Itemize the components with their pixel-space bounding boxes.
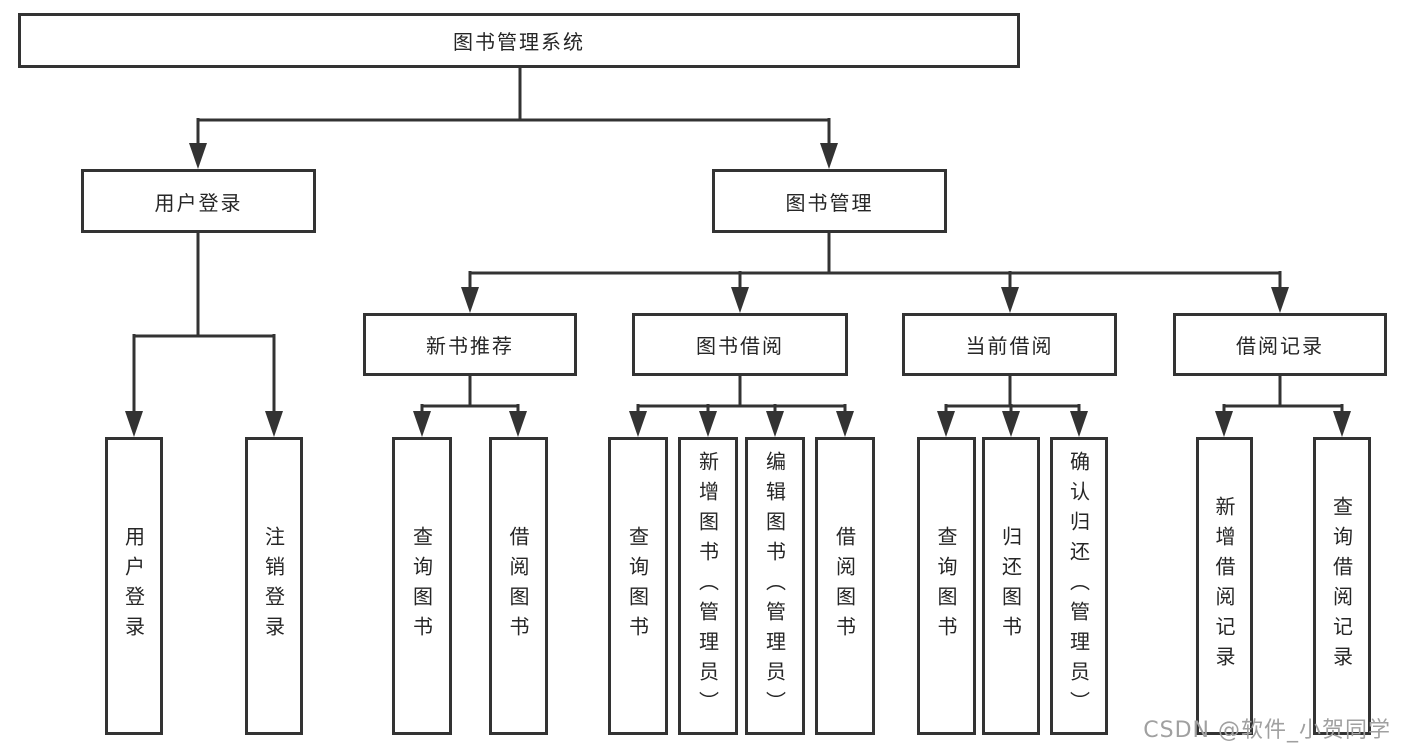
- node-current-borrowing: 当前借阅: [902, 313, 1117, 376]
- node-borrowing-records: 借阅记录: [1173, 313, 1387, 376]
- leaf-search-books-recommend: 查询图书: [392, 437, 452, 735]
- leaf-add-borrow-record: 新增借阅记录: [1196, 437, 1253, 735]
- arrowheads: [125, 143, 1351, 437]
- connector-paths: [132, 66, 1344, 418]
- leaf-edit-books-admin: 编辑图书（管理员）: [745, 437, 805, 735]
- node-book-management: 图书管理: [712, 169, 947, 233]
- leaf-add-books-admin: 新增图书（管理员）: [678, 437, 738, 735]
- leaf-logout: 注销登录: [245, 437, 303, 735]
- leaf-borrow-books-borrowing: 借阅图书: [815, 437, 875, 735]
- node-root: 图书管理系统: [18, 13, 1020, 68]
- csdn-watermark: CSDN @软件_小贺同学: [1143, 718, 1391, 743]
- leaf-confirm-return-admin: 确认归还（管理员）: [1050, 437, 1108, 735]
- leaf-user-login: 用户登录: [105, 437, 163, 735]
- node-new-book-recommendation: 新书推荐: [363, 313, 577, 376]
- node-user-login: 用户登录: [81, 169, 316, 233]
- leaf-search-borrow-record: 查询借阅记录: [1313, 437, 1371, 735]
- leaf-return-books: 归还图书: [982, 437, 1040, 735]
- leaf-search-books-borrowing: 查询图书: [608, 437, 668, 735]
- leaf-search-books-current: 查询图书: [917, 437, 976, 735]
- node-book-borrowing: 图书借阅: [632, 313, 848, 376]
- leaf-borrow-books-recommend: 借阅图书: [489, 437, 548, 735]
